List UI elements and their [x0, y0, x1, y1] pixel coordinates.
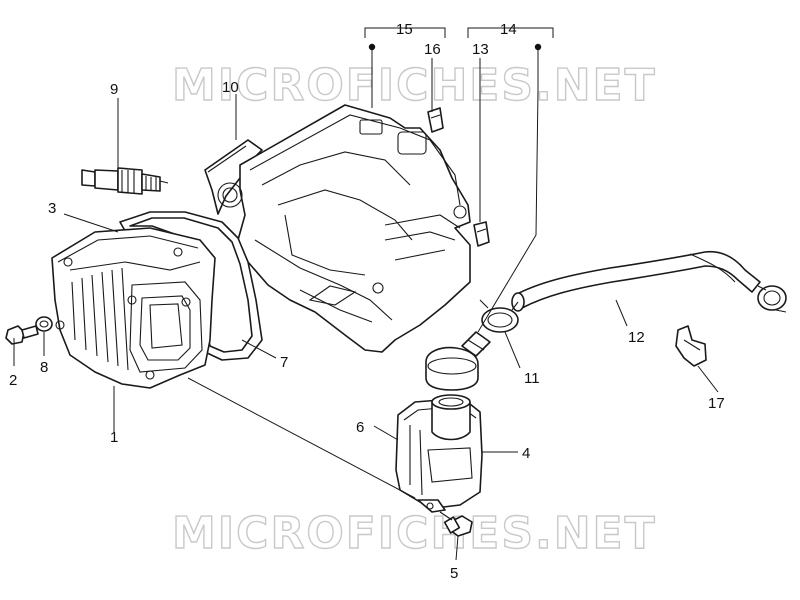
watermark-top: MICROFICHES.NET [172, 60, 657, 111]
callout-17: 17 [708, 395, 725, 412]
callout-1: 1 [110, 429, 118, 446]
callout-6: 6 [356, 419, 364, 436]
callout-13: 13 [472, 41, 489, 58]
callout-2: 2 [9, 372, 17, 389]
part-15-housing [217, 104, 471, 353]
callout-labels: 1 2 3 4 5 6 7 8 9 10 11 12 13 14 15 16 1… [9, 21, 725, 582]
callout-16: 16 [424, 41, 441, 58]
part-4-separator [395, 394, 483, 513]
callout-3: 3 [48, 200, 56, 217]
part-9-spark-plug [81, 167, 169, 195]
callout-12: 12 [628, 329, 645, 346]
part-5-screw [439, 511, 473, 537]
part-1-head-cover [51, 227, 216, 389]
callout-14: 14 [500, 21, 517, 38]
part-8-washer [35, 316, 53, 332]
callout-4: 4 [522, 445, 530, 462]
part-12-hose [511, 250, 787, 313]
watermark-bottom: MICROFICHES.NET [172, 508, 657, 559]
callout-11: 11 [524, 370, 540, 387]
callout-dot-14 [534, 43, 542, 51]
callout-8: 8 [40, 359, 48, 376]
callout-15: 15 [396, 21, 413, 38]
part-2-bolt [5, 325, 39, 345]
callout-5: 5 [450, 565, 458, 582]
breather-cap [425, 331, 491, 391]
leader-lines [13, 27, 719, 561]
callout-10: 10 [222, 79, 239, 96]
callout-7: 7 [280, 354, 288, 371]
part-13-clip [473, 221, 490, 247]
part-16-clip [427, 107, 444, 133]
callout-dot-15 [368, 43, 376, 51]
part-17-clip [675, 325, 707, 367]
part-11-clamp [479, 299, 519, 333]
callout-9: 9 [110, 81, 118, 98]
